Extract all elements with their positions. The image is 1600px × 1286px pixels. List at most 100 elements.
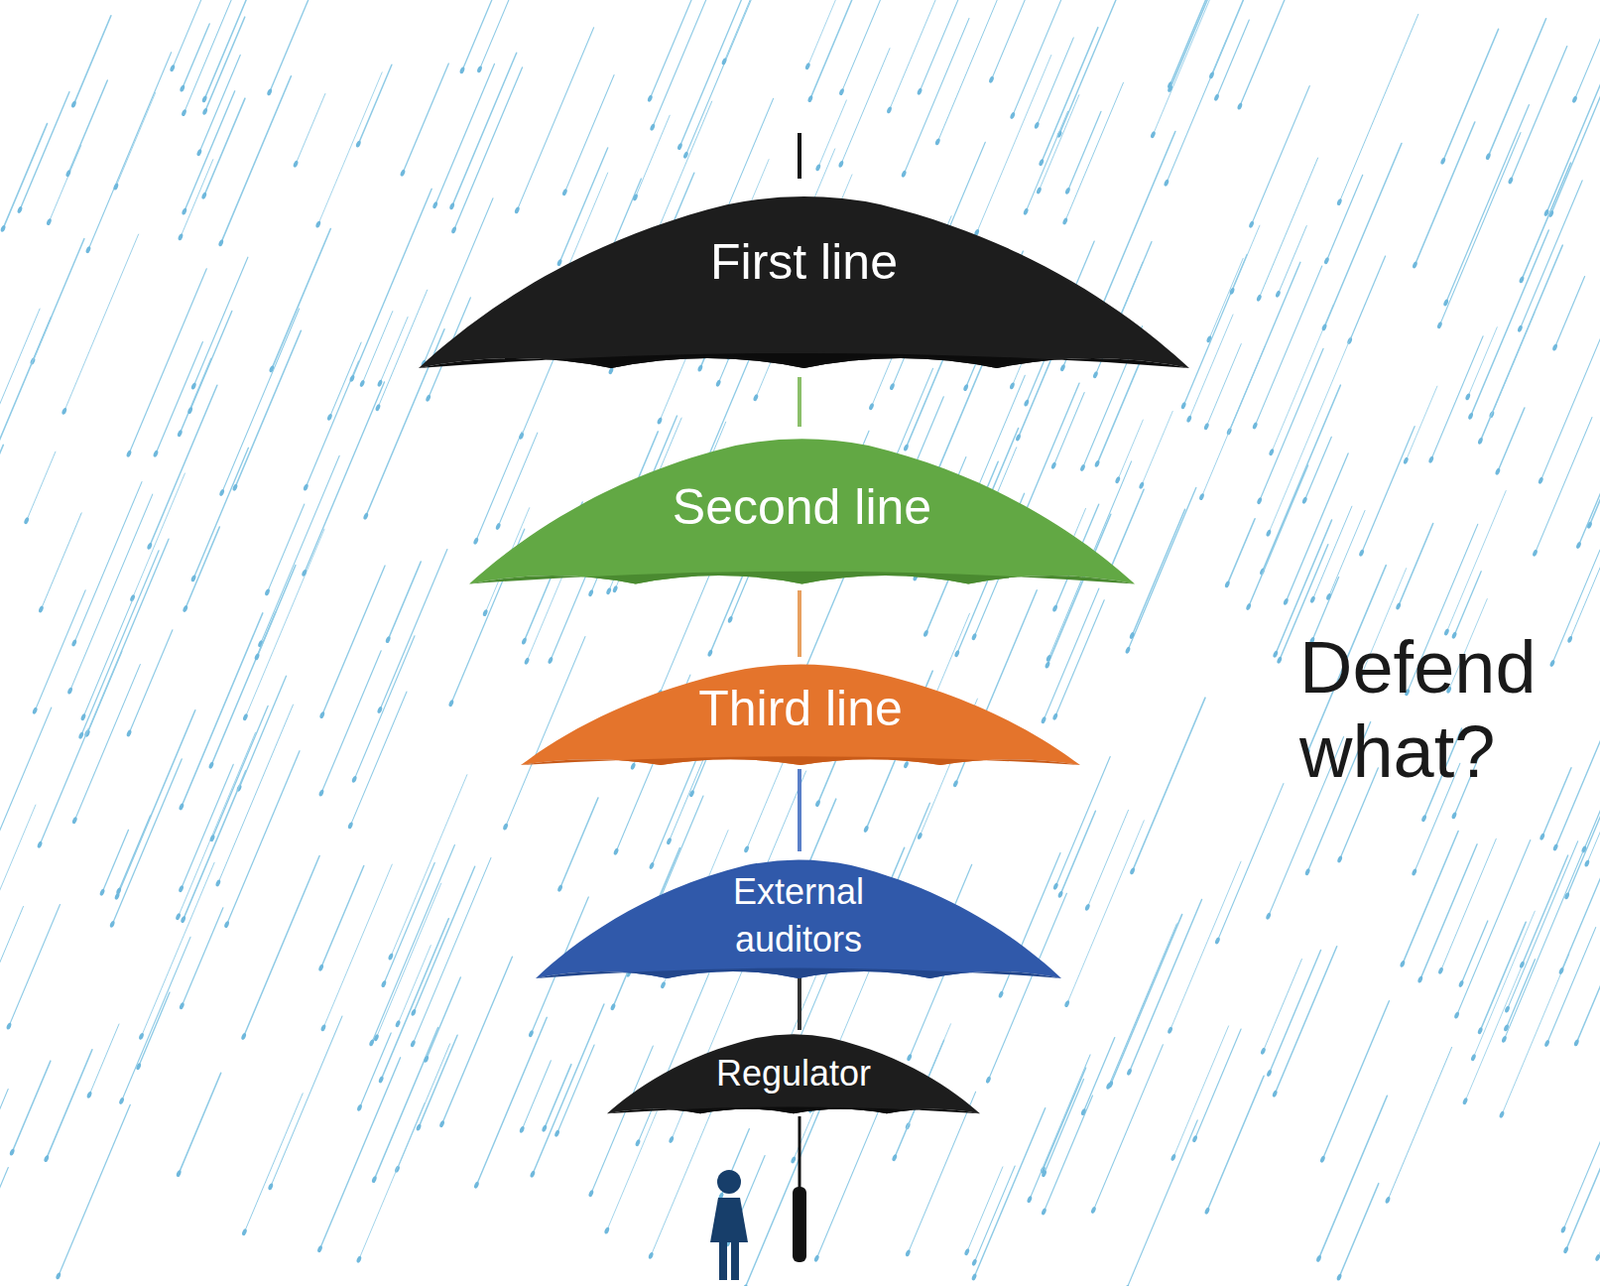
rain-drop: [790, 1155, 797, 1164]
rain-drop: [438, 1119, 445, 1128]
rain-streak: [1093, 1044, 1163, 1211]
rain-drop: [109, 919, 116, 928]
rain-drop: [1531, 548, 1538, 557]
rain-streak: [480, 0, 541, 70]
rain-streak: [532, 1003, 605, 1174]
rain-streak: [818, 100, 848, 168]
rain-streak: [1277, 226, 1307, 295]
rain-streak: [320, 1057, 401, 1249]
rain-drop: [316, 1244, 323, 1253]
rain-streak: [132, 473, 186, 599]
rain-drop: [146, 541, 153, 550]
rain-streak: [1587, 710, 1600, 863]
rain-streak: [304, 381, 385, 573]
rain-streak: [974, 1165, 1015, 1262]
rain-drop: [85, 246, 92, 254]
rain-drop: [1518, 275, 1525, 284]
rain-drop: [1465, 392, 1472, 401]
rain-streak: [806, 798, 837, 869]
rain-streak: [218, 704, 294, 883]
rain-drop: [520, 636, 527, 645]
rain-drop: [891, 1153, 898, 1162]
rain-drop: [1084, 902, 1091, 911]
rain-drop: [1594, 1252, 1600, 1261]
rain-drop: [1336, 1272, 1343, 1281]
rain-streak: [1446, 491, 1506, 633]
rain-streak: [987, 892, 1067, 1080]
rain-drop: [1052, 712, 1059, 721]
rain-streak: [1561, 775, 1600, 972]
rain-streak: [1319, 1095, 1388, 1258]
rain-drop: [473, 536, 480, 545]
rain-drop: [190, 381, 197, 390]
rain-streak: [362, 311, 393, 384]
rain-streak: [1173, 1025, 1230, 1158]
rain-drop: [78, 731, 85, 739]
rain-drop: [178, 1001, 185, 1010]
rain-drop: [61, 406, 68, 415]
rain-drop: [1558, 966, 1565, 975]
rain-streak: [1471, 230, 1550, 416]
rain-drop: [556, 258, 563, 267]
rain-drop: [356, 1254, 363, 1263]
rain-drop: [410, 1007, 417, 1016]
rain-streak: [564, 75, 615, 193]
rain-streak: [1126, 1119, 1198, 1286]
rain-streak: [1402, 831, 1459, 965]
rain-streak: [380, 918, 449, 1080]
rain-drop: [501, 822, 508, 831]
rain-drop: [971, 632, 978, 641]
rain-drop: [190, 574, 197, 583]
rain-drop: [1264, 911, 1271, 920]
rain-streak: [39, 729, 89, 846]
rain-drop: [605, 587, 612, 596]
rain-drop: [476, 65, 483, 74]
rain-drop: [176, 429, 183, 438]
rain-drop: [668, 1134, 675, 1143]
rain-drop: [1128, 866, 1135, 875]
rain-drop: [902, 443, 909, 452]
rain-drop: [707, 648, 714, 657]
rain-streak: [1067, 820, 1145, 1004]
rain-streak: [1055, 600, 1105, 718]
rain-streak: [1271, 304, 1334, 452]
rain-streak: [1038, 95, 1080, 191]
rain-drop: [838, 159, 845, 168]
rain-drop: [482, 609, 489, 617]
rain-streak: [73, 15, 112, 105]
rain-streak: [1041, 27, 1099, 163]
rain-streak: [1563, 1044, 1600, 1230]
rain-drop: [1384, 1195, 1391, 1204]
rain-drop: [1507, 176, 1514, 185]
umbrella-canopy: Third line: [520, 653, 1081, 771]
rain-drop: [610, 1002, 616, 1011]
rain-streak: [1117, 419, 1144, 481]
rain-streak: [1542, 767, 1572, 838]
rain-drop: [1301, 495, 1308, 504]
rain-streak: [1269, 950, 1322, 1074]
rain-streak: [387, 561, 421, 640]
rain-streak: [1398, 523, 1434, 608]
rain-streak: [180, 159, 214, 238]
rain-drop: [1163, 178, 1170, 187]
umbrella-label: Regulator: [663, 1049, 925, 1099]
rain-streak: [81, 550, 159, 736]
rain-streak: [64, 234, 139, 411]
rain-streak: [244, 1093, 303, 1232]
rain-drop: [125, 449, 132, 458]
rain-streak: [1262, 384, 1342, 572]
rain-drop: [1236, 102, 1243, 111]
rain-streak: [1053, 392, 1085, 467]
shaft-segment: [797, 376, 802, 427]
rain-drop: [1453, 1010, 1460, 1019]
rain-drop: [372, 1033, 379, 1042]
rain-drop: [1094, 459, 1101, 468]
rain-drop: [355, 139, 362, 148]
canopy-fabric: [469, 438, 1135, 584]
rain-drop: [815, 163, 822, 172]
rain-streak: [181, 907, 224, 1006]
rain-drop: [656, 416, 663, 425]
rain-drop: [359, 378, 366, 387]
rain-drop: [1323, 256, 1330, 265]
rain-drop: [902, 760, 909, 769]
